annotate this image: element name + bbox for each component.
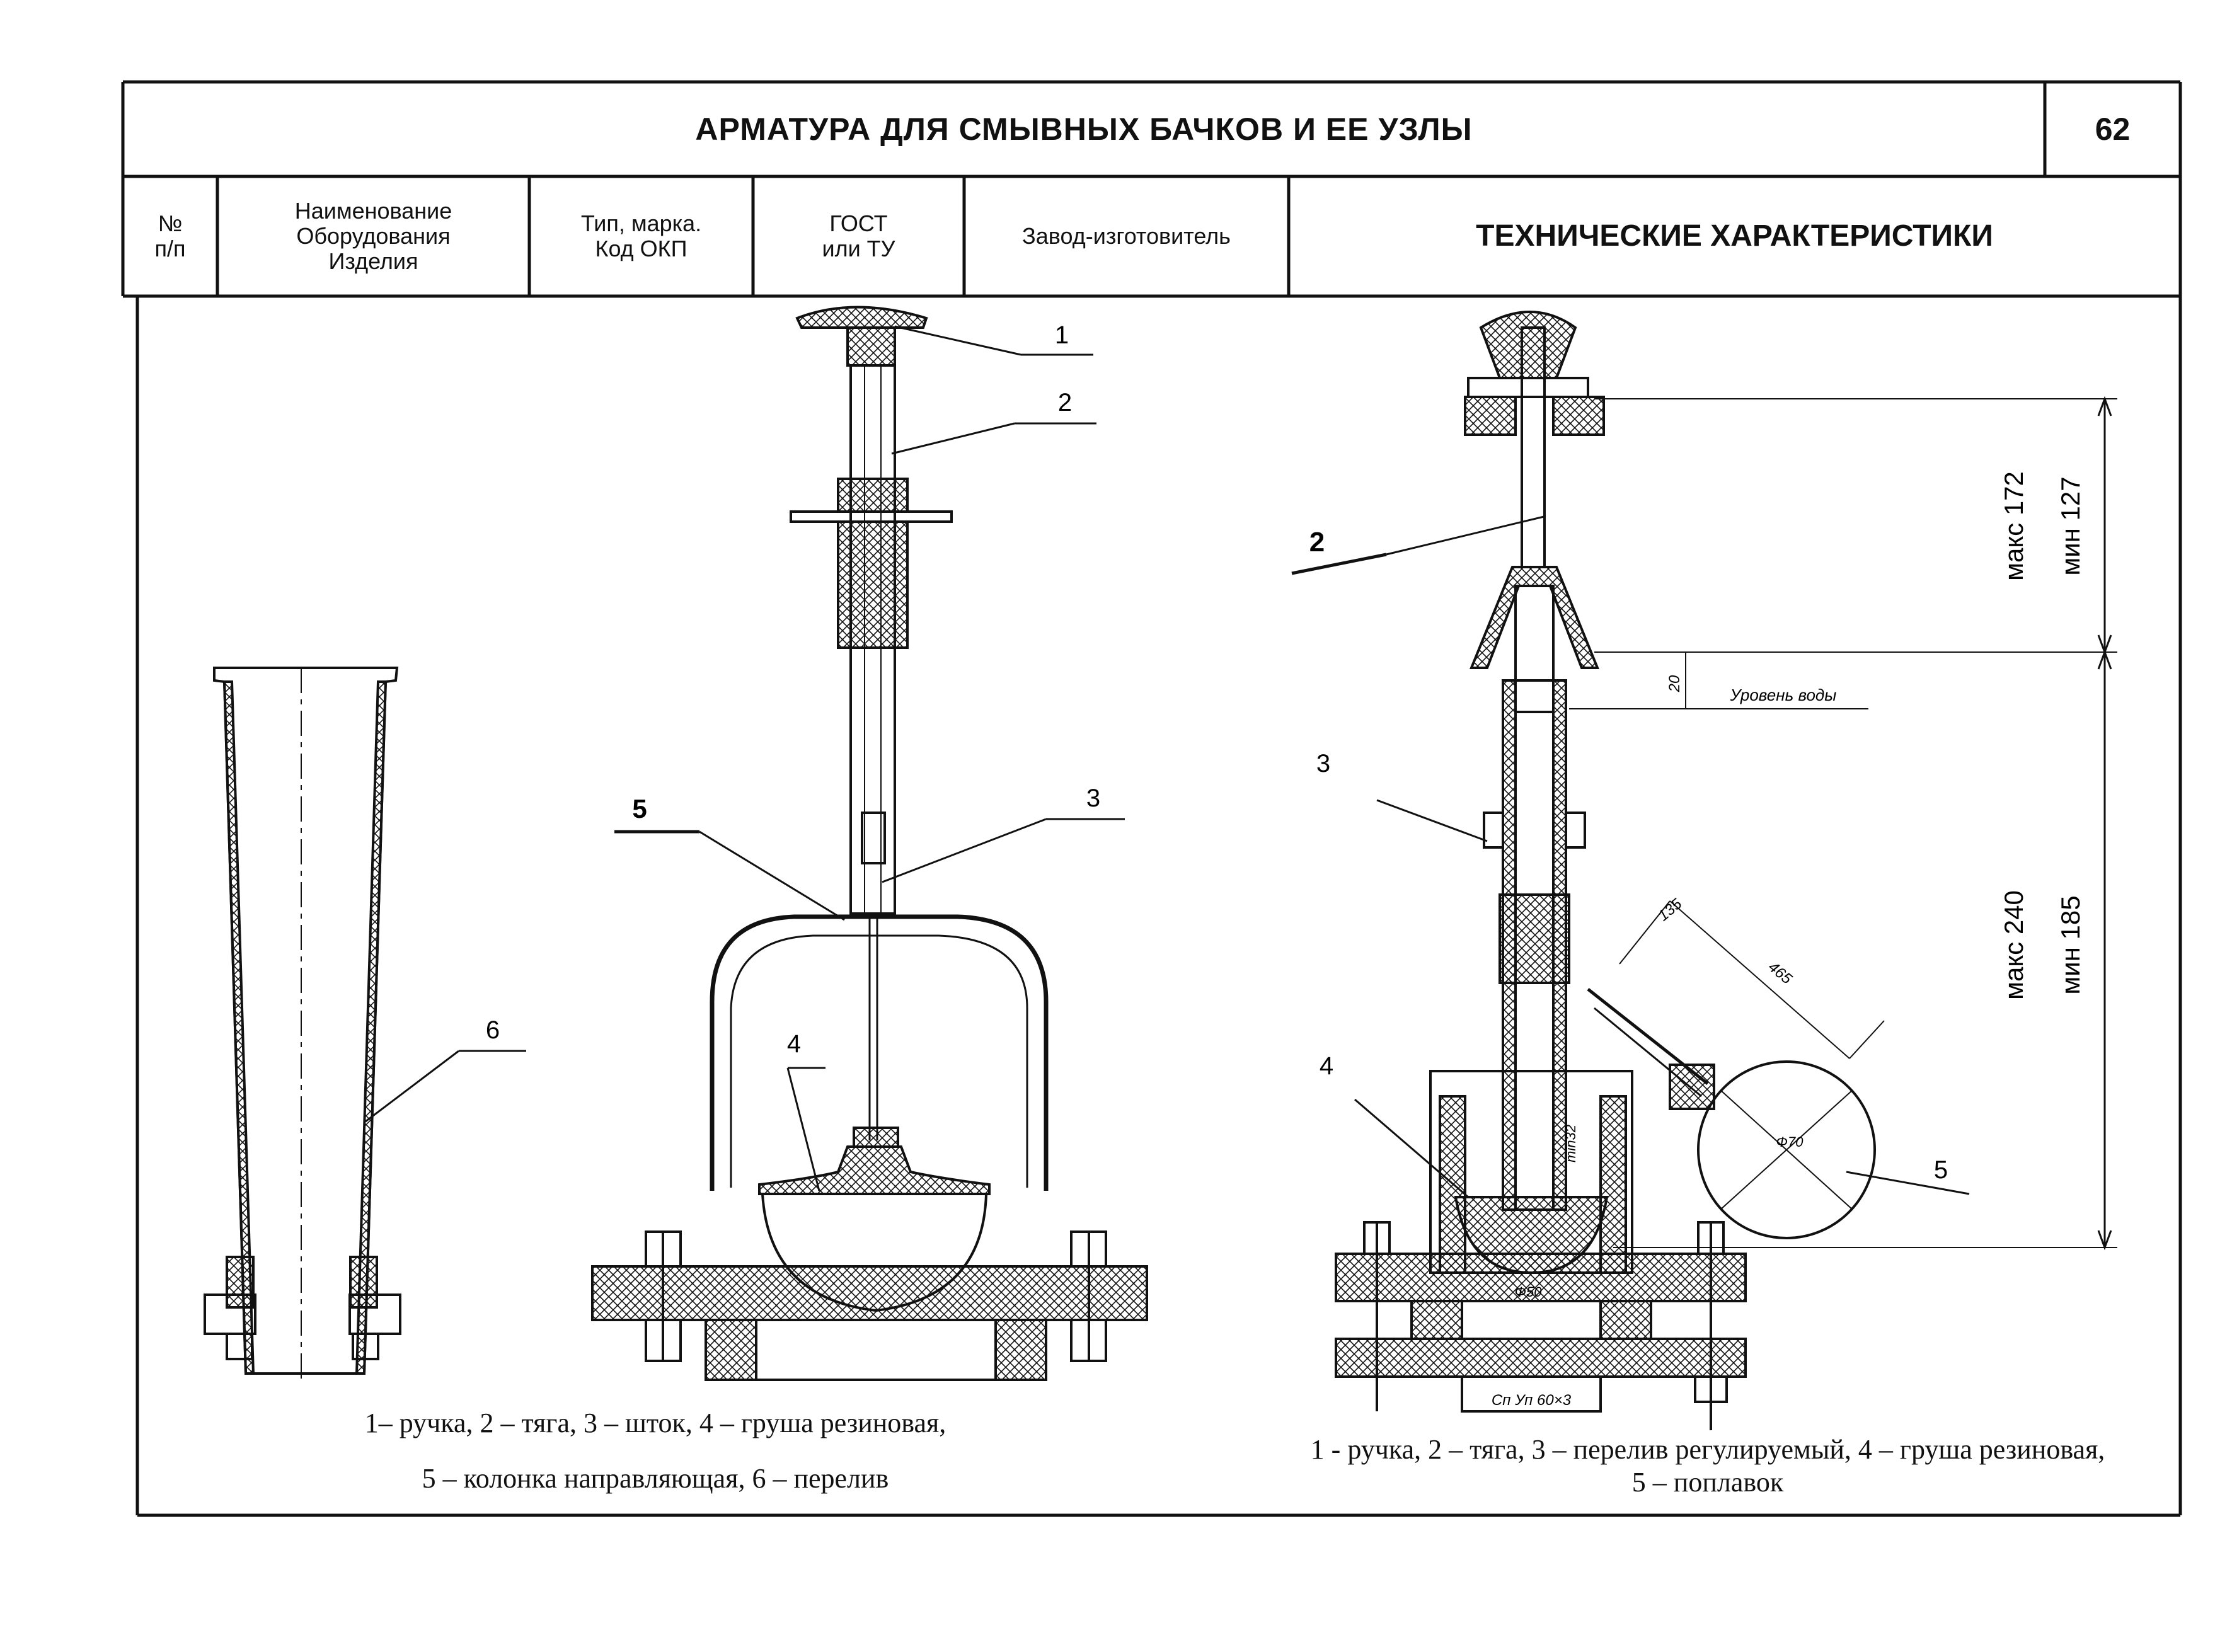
col-manufacturer: Завод-изготовитель [1022, 222, 1231, 249]
dim-top-min: мин 127 [2056, 476, 2085, 575]
dim-bottom-max: макс 240 [1999, 890, 2028, 1000]
dim-135: 135 [1655, 895, 1686, 925]
page-number: 62 [2095, 112, 2131, 147]
overflow-pipe-drawing [204, 667, 526, 1380]
dim-20: 20 [1666, 675, 1683, 692]
dim-bottom-min: мин 185 [2056, 895, 2085, 994]
water-level-label: Уровень воды [1730, 685, 1837, 704]
dimension-labels: макс 172 мин 127 макс 240 мин 185 Уровен… [1492, 471, 2085, 1409]
page-title: АРМАТУРА ДЛЯ СМЫВНЫХ БАЧКОВ И ЕЕ УЗЛЫ [695, 112, 1473, 147]
col-gost: ГОСТ или ТУ [822, 210, 895, 261]
dim-top-max: макс 172 [1999, 471, 2028, 581]
callout-5: 5 [632, 794, 647, 823]
col-type: Тип, марка. Код ОКП [580, 210, 702, 261]
dim-thread: Сп Уп 60×3 [1492, 1392, 1572, 1409]
dim-465: 465 [1765, 958, 1796, 988]
callout-2: 2 [1058, 389, 1072, 416]
callout-4: 4 [787, 1030, 801, 1058]
caption-left: 1– ручка, 2 – тяга, 3 – шток, 4 – груша … [239, 1405, 1071, 1497]
col-number: № п/п [154, 210, 186, 261]
callout-3: 3 [1086, 784, 1100, 812]
adjustable-overflow-drawing [1291, 311, 2117, 1430]
col-name: Наименование Оборудования Изделия [294, 197, 452, 274]
caption-right: 1 - ручка, 2 – тяга, 3 – перелив регулир… [1216, 1433, 2199, 1499]
callout-r3: 3 [1316, 750, 1330, 777]
callout-r2: 2 [1309, 527, 1325, 558]
caption-left-line2: 5 – колонка направляющая, 6 – перелив [422, 1463, 889, 1494]
dim-phi70: Φ70 [1776, 1134, 1804, 1150]
dim-min32: min32 [1563, 1125, 1579, 1162]
callout-6: 6 [486, 1016, 500, 1044]
col-specs: ТЕХНИЧЕСКИЕ ХАРАКТЕРИСТИКИ [1476, 219, 1993, 253]
flush-valve-drawing [591, 306, 1148, 1381]
dim-phi50: Φ50 [1515, 1284, 1543, 1300]
caption-right-line2: 5 – поплавок [1631, 1467, 1784, 1498]
callout-r4: 4 [1320, 1052, 1333, 1080]
callout-r5: 5 [1934, 1156, 1948, 1184]
caption-right-line1: 1 - ручка, 2 – тяга, 3 – перелив регулир… [1310, 1434, 2105, 1465]
callout-1: 1 [1055, 321, 1069, 349]
table-frame [121, 80, 2182, 1517]
caption-left-line1: 1– ручка, 2 – тяга, 3 – шток, 4 – груша … [364, 1408, 946, 1438]
